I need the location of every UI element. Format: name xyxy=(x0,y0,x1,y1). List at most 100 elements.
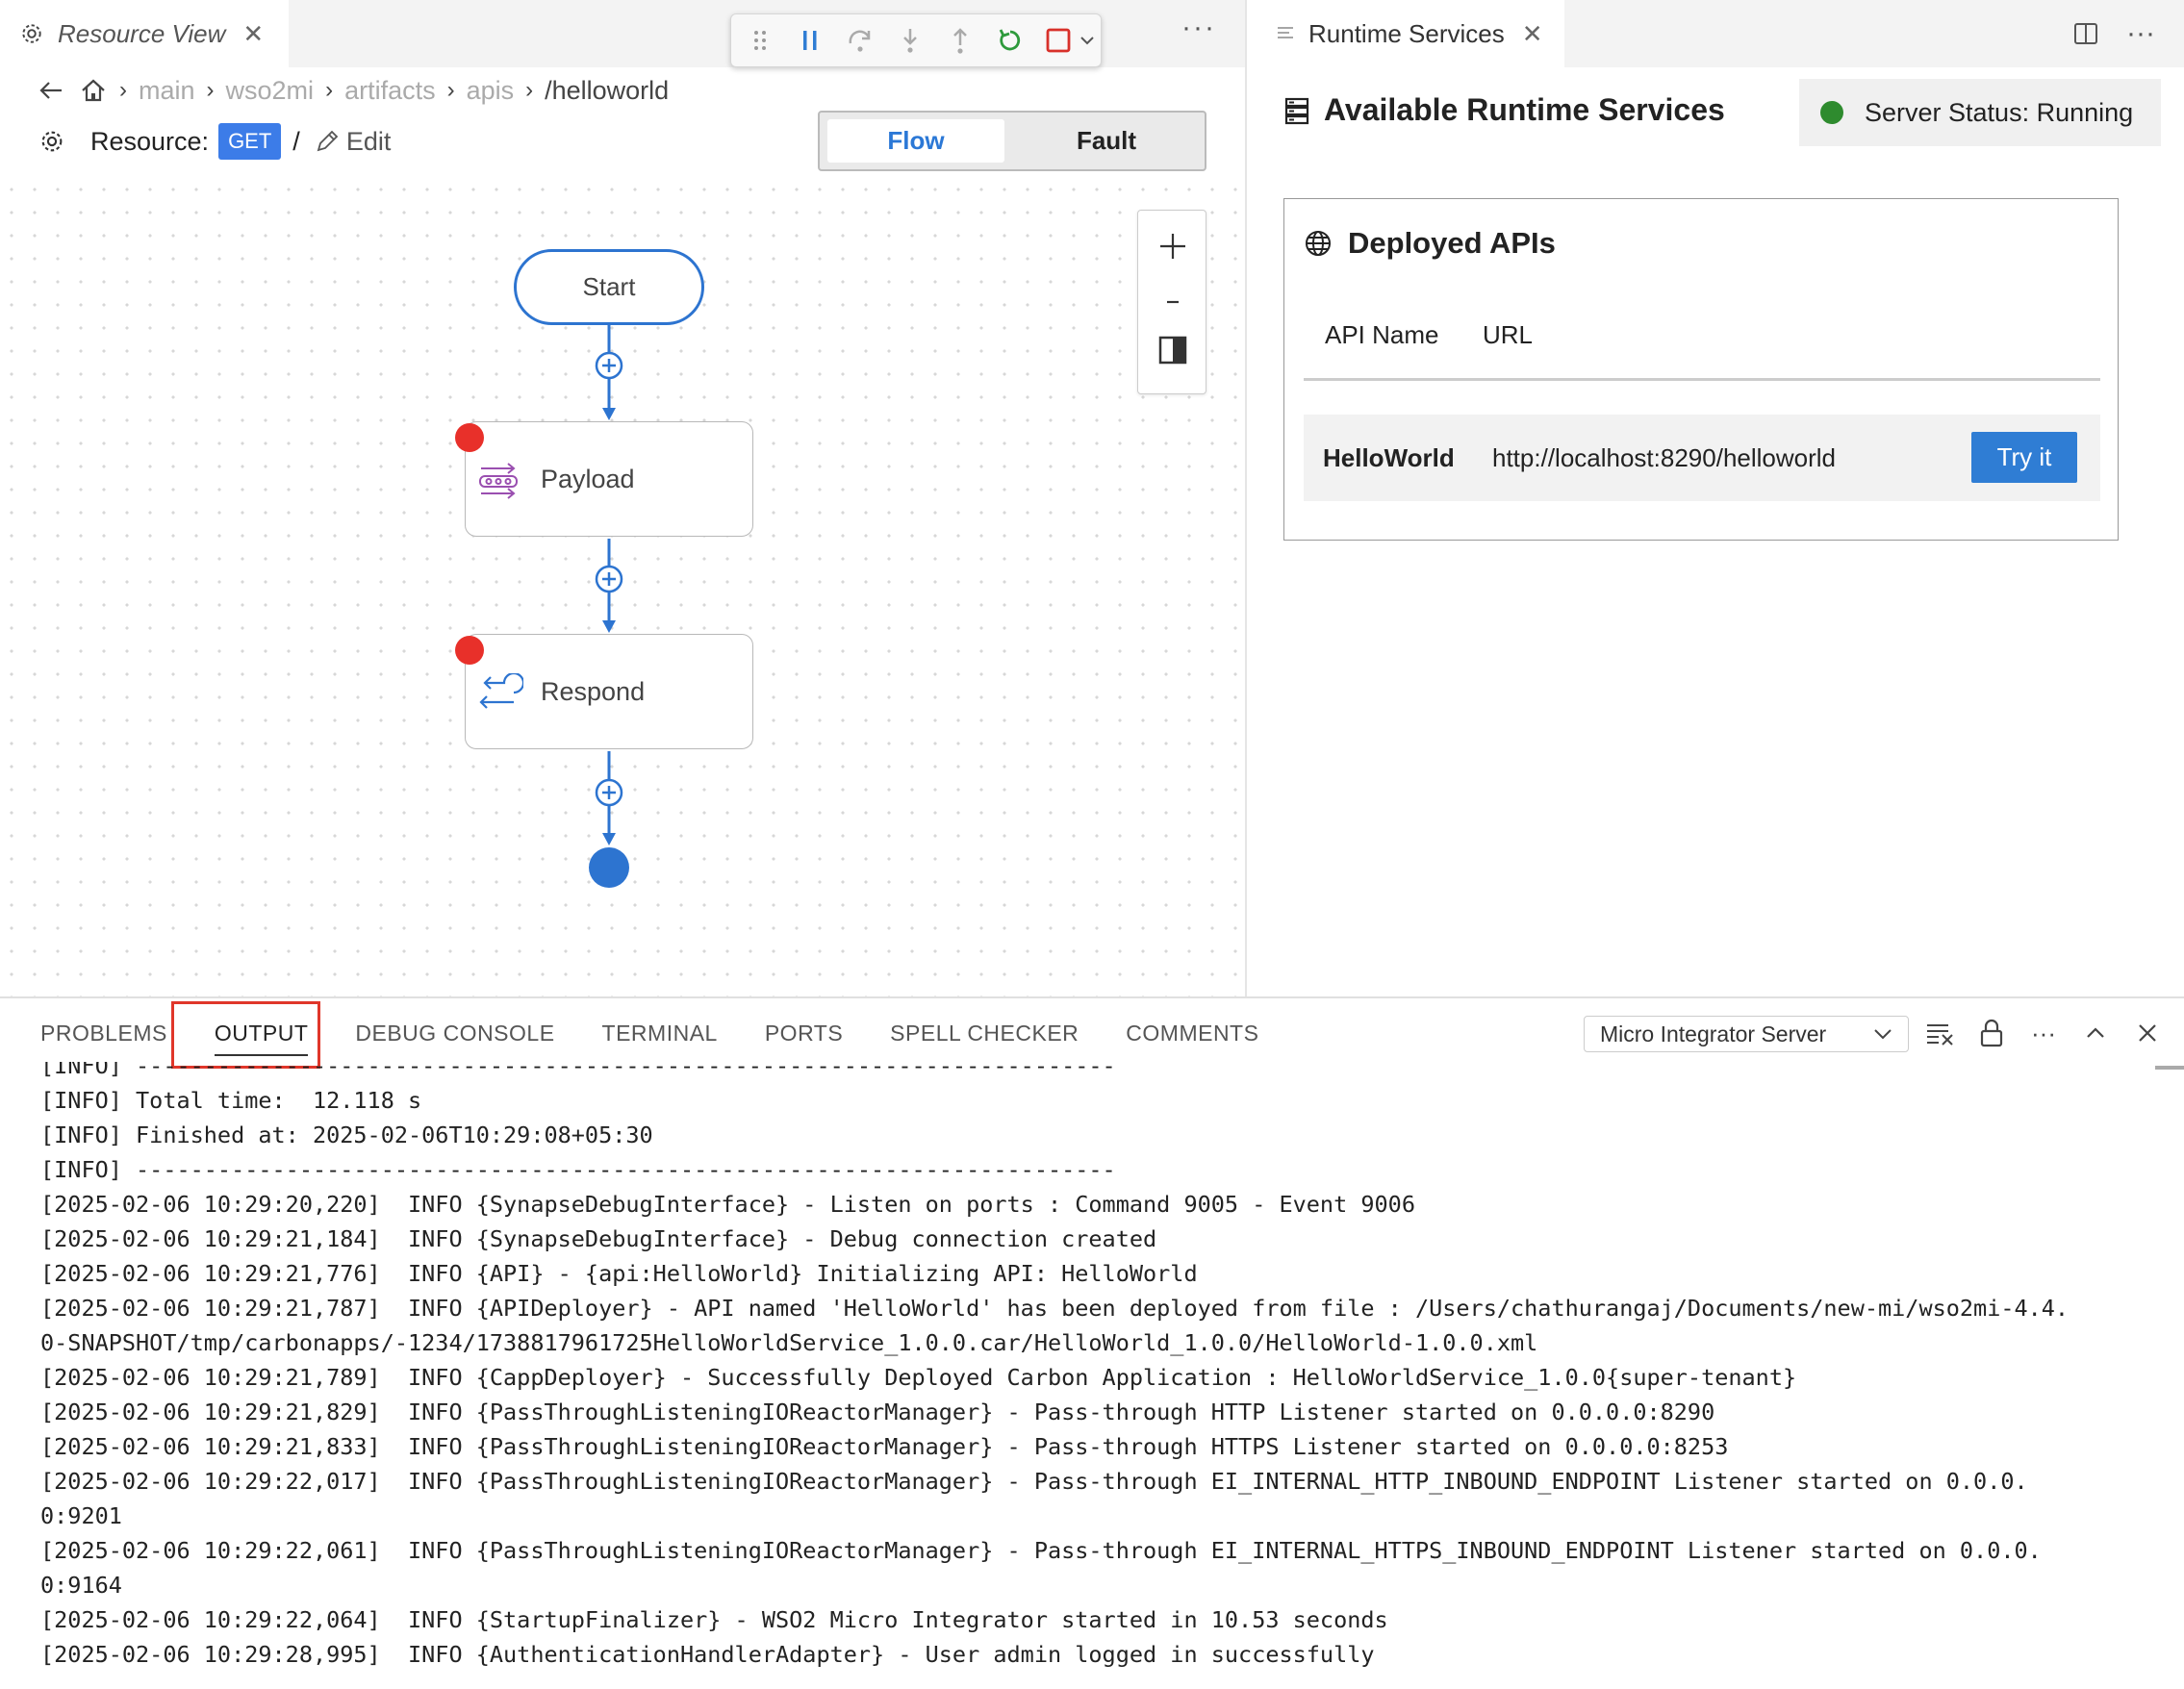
tab-debug-console[interactable]: DEBUG CONSOLE xyxy=(355,1020,555,1046)
log-line: [2025-02-06 10:29:21,776] INFO {API} - {… xyxy=(40,1260,1198,1287)
home-icon[interactable] xyxy=(79,76,108,105)
zoom-controls xyxy=(1137,210,1206,394)
lock-icon[interactable] xyxy=(1976,1018,2007,1048)
log-line: [2025-02-06 10:29:22,017] INFO {PassThro… xyxy=(40,1468,2028,1495)
step-over-icon[interactable] xyxy=(845,25,876,56)
gear-icon xyxy=(22,24,41,43)
edit-button[interactable]: Edit xyxy=(314,127,391,157)
tab-fault[interactable]: Fault xyxy=(1076,126,1137,155)
editor-actions: ··· xyxy=(2072,17,2155,50)
start-node[interactable]: Start xyxy=(514,249,704,325)
node-label: Respond xyxy=(541,676,646,706)
try-it-button[interactable]: Try it xyxy=(1971,432,2077,483)
add-node-icon[interactable] xyxy=(595,565,623,593)
tab-output[interactable]: OUTPUT xyxy=(214,1020,309,1056)
tab-problems[interactable]: PROBLEMS xyxy=(40,1020,167,1046)
breakpoint-icon[interactable] xyxy=(455,636,484,665)
page-title: Available Runtime Services xyxy=(1324,92,1725,127)
pencil-icon xyxy=(317,130,339,152)
server-status-badge: Server Status: Running xyxy=(1799,79,2161,146)
panel-actions: ··· xyxy=(1924,1018,2163,1048)
more-actions-icon[interactable]: ··· xyxy=(2031,1018,2056,1047)
breakpoint-icon[interactable] xyxy=(455,423,484,452)
more-actions-icon[interactable]: ··· xyxy=(2126,17,2155,49)
split-editor-icon[interactable] xyxy=(2072,20,2099,47)
back-arrow-icon[interactable] xyxy=(37,76,65,105)
breadcrumb-item[interactable]: apis xyxy=(466,75,515,105)
output-channel-select[interactable]: Micro Integrator Server xyxy=(1584,1016,1909,1052)
scrollbar[interactable] xyxy=(2155,1066,2184,1070)
fit-view-icon[interactable] xyxy=(1138,326,1207,374)
panel-tab-bar: PROBLEMS OUTPUT DEBUG CONSOLE TERMINAL P… xyxy=(0,998,2184,1068)
close-panel-icon[interactable] xyxy=(2132,1018,2163,1048)
table-row: HelloWorld http://localhost:8290/hellowo… xyxy=(1304,415,2100,501)
status-indicator-icon xyxy=(1820,101,1843,124)
maximize-panel-icon[interactable] xyxy=(2080,1018,2111,1048)
resource-path: / xyxy=(292,126,300,156)
chevron-right-icon: › xyxy=(325,77,334,103)
drag-handle-icon[interactable] xyxy=(745,25,775,56)
add-node-icon[interactable] xyxy=(595,351,623,380)
close-icon[interactable]: ✕ xyxy=(242,19,265,48)
globe-icon xyxy=(1306,231,1331,256)
column-header-url: URL xyxy=(1483,320,1534,349)
flow-connectors xyxy=(595,325,623,845)
editor-split-divider[interactable] xyxy=(1245,0,1247,996)
step-into-icon[interactable] xyxy=(895,25,926,56)
editor-tab-bar: Runtime Services ✕ ··· xyxy=(1247,0,2184,67)
resource-label: Resource: xyxy=(90,126,210,156)
clear-output-icon[interactable] xyxy=(1924,1018,1955,1048)
end-node[interactable] xyxy=(589,847,629,888)
log-line: [2025-02-06 10:29:21,184] INFO {SynapseD… xyxy=(40,1225,1157,1252)
tab-terminal[interactable]: TERMINAL xyxy=(601,1020,718,1046)
more-actions-icon[interactable]: ··· xyxy=(1181,12,1216,43)
deployed-apis-card: Deployed APIs API Name URL HelloWorld ht… xyxy=(1283,198,2119,541)
output-log[interactable]: [INFO] ---------------------------------… xyxy=(40,1062,2157,1687)
log-line: [INFO] Finished at: 2025-02-06T10:29:08+… xyxy=(40,1122,653,1148)
bottom-panel: PROBLEMS OUTPUT DEBUG CONSOLE TERMINAL P… xyxy=(0,996,2184,1689)
restart-icon[interactable] xyxy=(995,25,1026,56)
header-divider xyxy=(1304,378,2100,381)
breadcrumb-item[interactable]: artifacts xyxy=(344,75,436,105)
output-tab-highlight xyxy=(171,1001,320,1069)
step-out-icon[interactable] xyxy=(945,25,976,56)
chevron-right-icon: › xyxy=(206,77,215,103)
tab-label: Runtime Services xyxy=(1308,18,1505,48)
log-line: [INFO] ---------------------------------… xyxy=(40,1062,1116,1079)
server-icon xyxy=(1284,97,1309,124)
pause-icon[interactable] xyxy=(795,25,825,56)
api-url-cell: http://localhost:8290/helloworld xyxy=(1492,443,1837,472)
log-line: 0:9201 xyxy=(40,1502,122,1529)
zoom-out-icon[interactable] xyxy=(1138,278,1207,326)
add-node-icon[interactable] xyxy=(595,778,623,807)
tab-resource-view[interactable]: Resource View ✕ xyxy=(0,0,289,67)
log-line: [2025-02-06 10:29:21,829] INFO {PassThro… xyxy=(40,1399,1715,1425)
log-line: [2025-02-06 10:29:22,064] INFO {StartupF… xyxy=(40,1606,1388,1633)
tab-flow[interactable]: Flow xyxy=(827,119,1004,163)
tab-label: Resource View xyxy=(58,18,226,48)
chevron-down-icon xyxy=(1874,1029,1892,1040)
close-icon[interactable]: ✕ xyxy=(1521,19,1543,48)
chevron-right-icon: › xyxy=(525,77,534,103)
log-line: [INFO] Total time: 12.118 s xyxy=(40,1087,422,1114)
tab-ports[interactable]: PORTS xyxy=(764,1020,844,1046)
breadcrumb-item[interactable]: wso2mi xyxy=(225,75,315,105)
node-label: Payload xyxy=(541,464,635,493)
start-node-label: Start xyxy=(582,272,636,301)
respond-node[interactable]: Respond xyxy=(465,634,753,749)
log-line: [2025-02-06 10:29:21,833] INFO {PassThro… xyxy=(40,1433,1729,1460)
tab-comments[interactable]: COMMENTS xyxy=(1126,1020,1259,1046)
breadcrumb-item[interactable]: main xyxy=(139,75,195,105)
log-line: [INFO] ---------------------------------… xyxy=(40,1156,1116,1183)
breadcrumb: › main › wso2mi › artifacts › apis › /he… xyxy=(37,71,669,110)
debug-toolbar xyxy=(730,13,1102,67)
resource-view-editor: Resource View ✕ xyxy=(0,0,1245,996)
server-status-text: Server Status: Running xyxy=(1865,97,2134,127)
tab-spell-checker[interactable]: SPELL CHECKER xyxy=(890,1020,1079,1046)
tab-runtime-services[interactable]: Runtime Services ✕ xyxy=(1247,0,1564,67)
stop-icon[interactable] xyxy=(1045,25,1099,56)
method-badge: GET xyxy=(218,123,282,160)
payload-node[interactable]: Payload xyxy=(465,421,753,537)
deployed-apis-title: Deployed APIs xyxy=(1304,226,1556,261)
zoom-in-icon[interactable] xyxy=(1138,222,1207,270)
